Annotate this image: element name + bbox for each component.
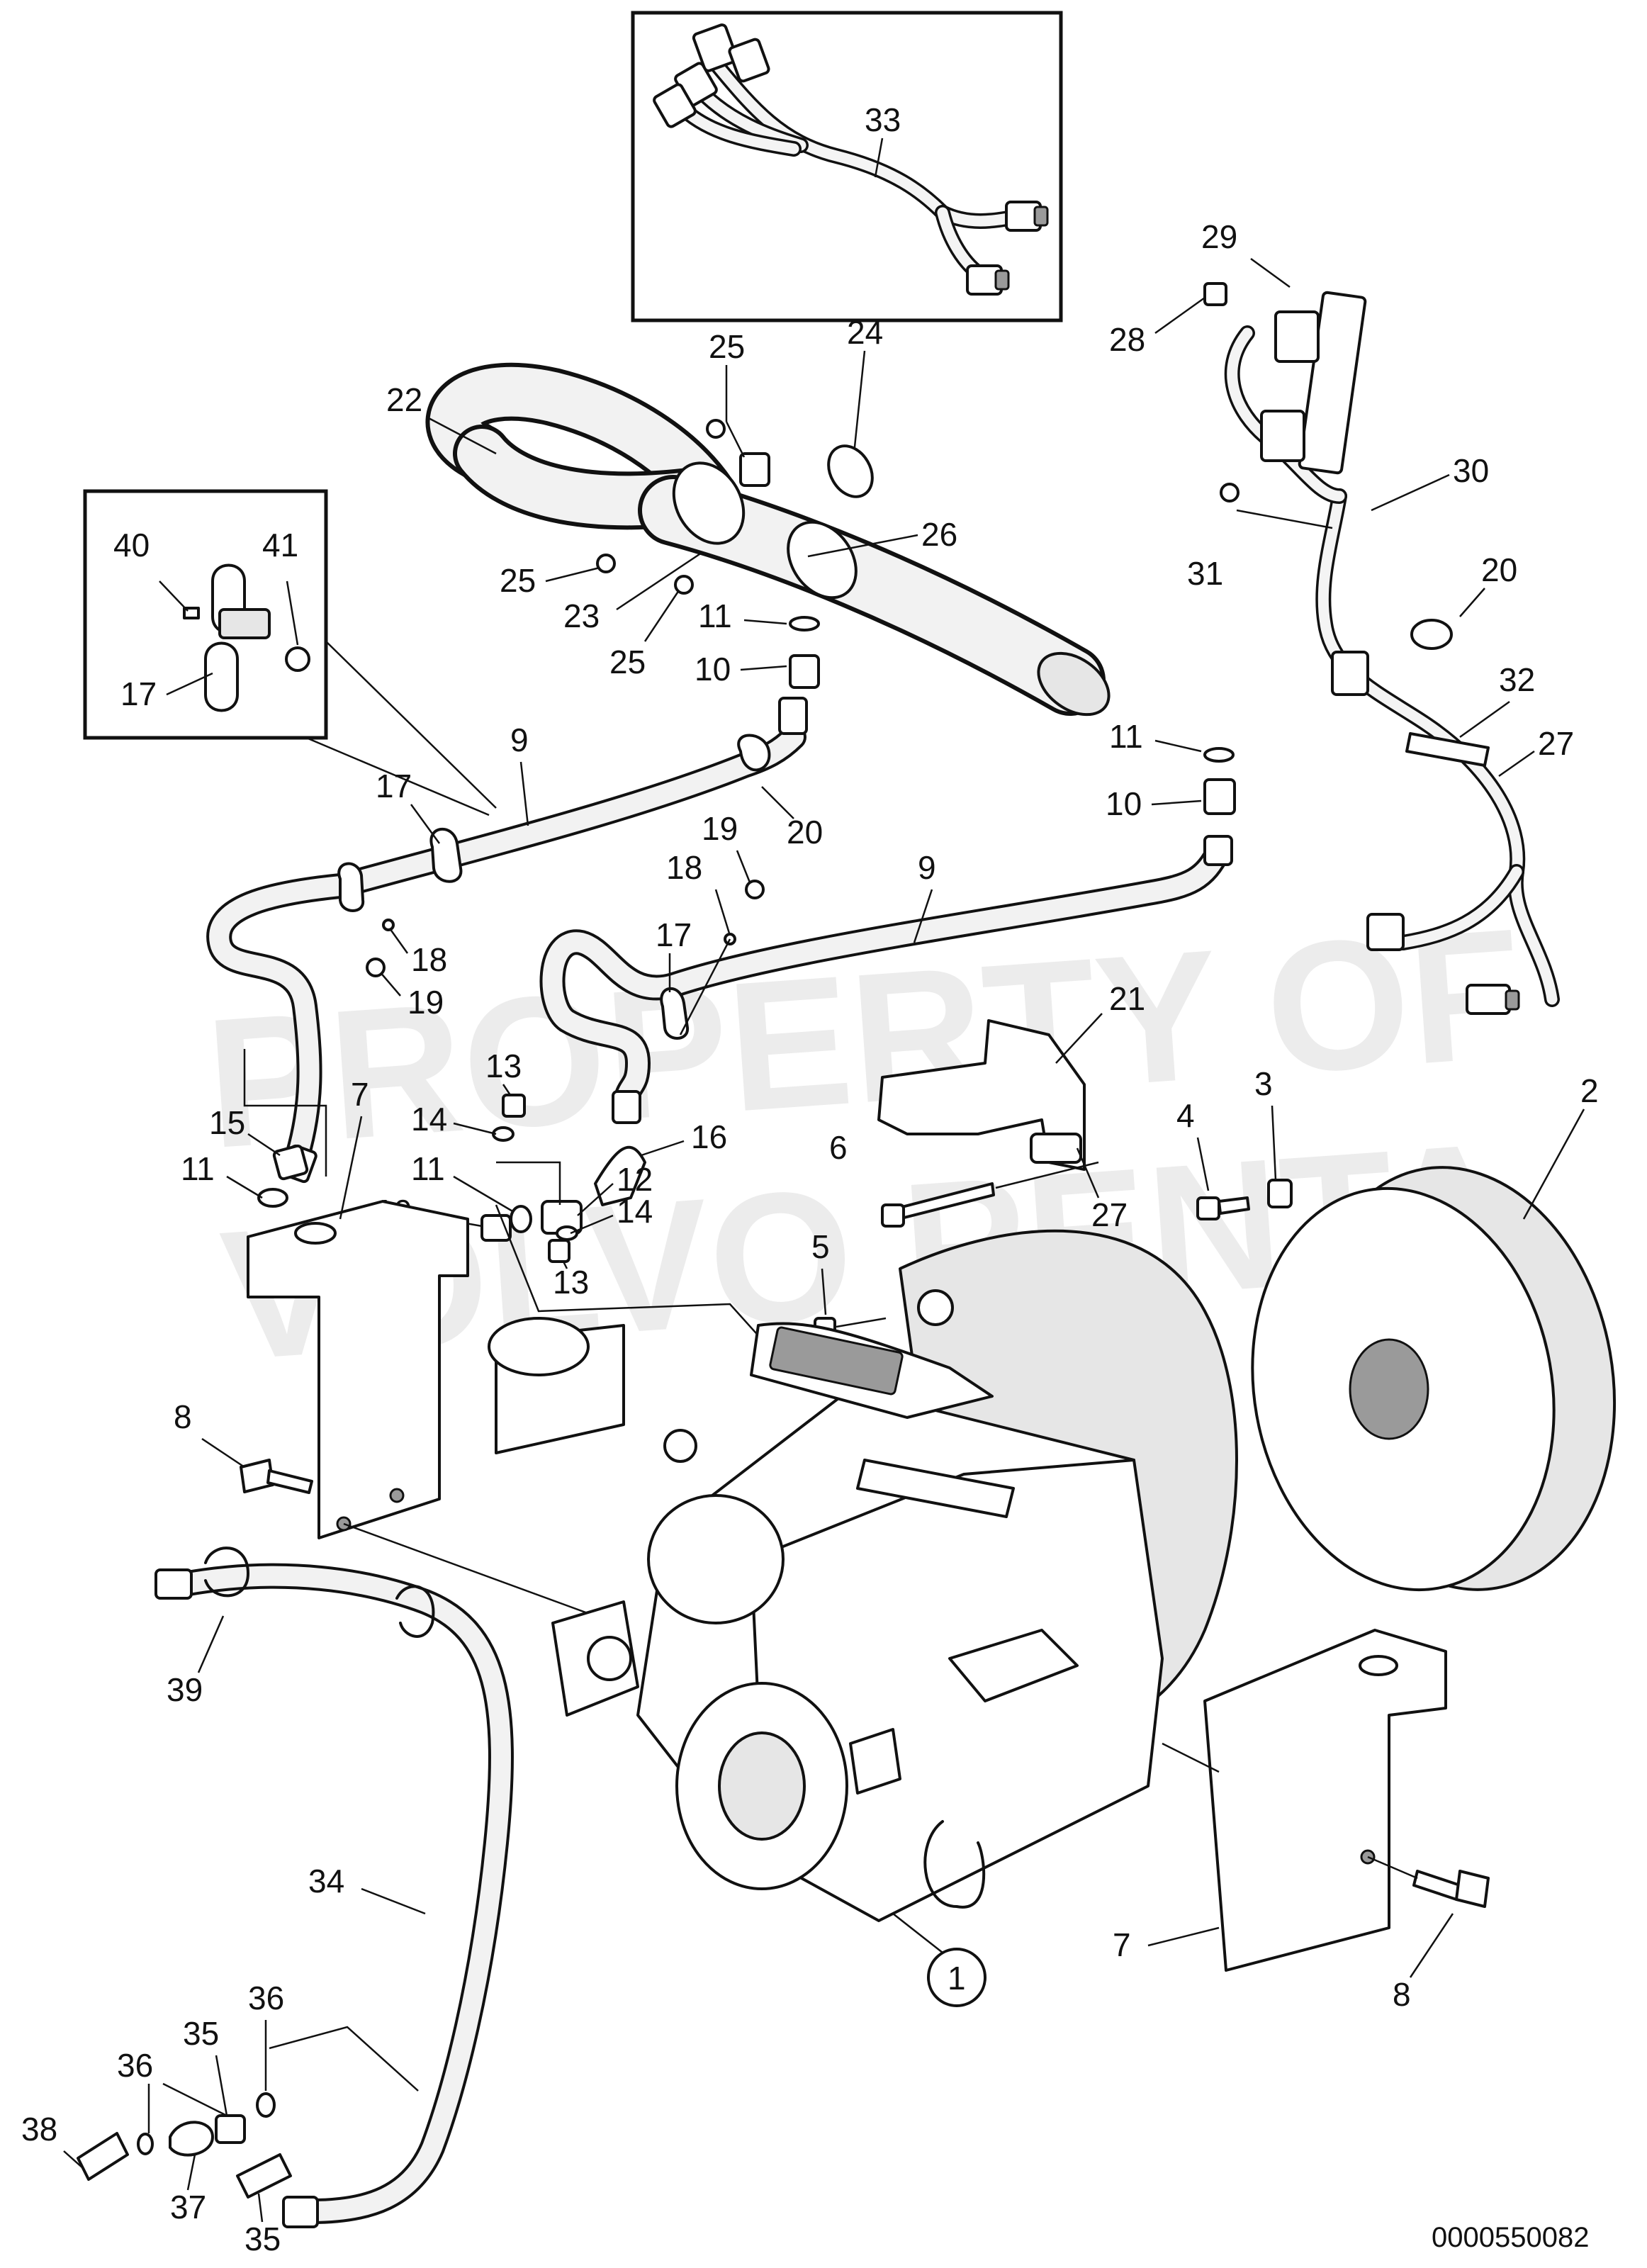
harness-inset-frame <box>631 11 1063 322</box>
callout-5: 5 <box>811 1228 830 1265</box>
callout-18b: 18 <box>666 849 702 886</box>
clamp-inset-frame <box>83 489 328 740</box>
callout-16: 16 <box>691 1118 727 1155</box>
callout-18a: 18 <box>411 941 447 978</box>
callout-14a: 14 <box>411 1101 447 1138</box>
callout-11d: 11 <box>181 1150 215 1187</box>
callout-32: 32 <box>1499 661 1535 698</box>
exhaust-pipe <box>425 362 1111 717</box>
fittings-center <box>737 616 820 772</box>
clamp-inset <box>83 489 328 740</box>
callout-11c: 11 <box>411 1150 445 1187</box>
callout-33: 33 <box>865 101 901 138</box>
callout-13a: 13 <box>485 1048 522 1084</box>
callout-40: 40 <box>113 527 150 563</box>
callout-23: 23 <box>563 597 600 634</box>
callout-27b: 27 <box>1091 1196 1128 1233</box>
oil-hose-right <box>539 835 1233 1124</box>
mount-bracket-right <box>1203 1629 1447 1972</box>
callout-7a: 7 <box>351 1076 369 1113</box>
bracket-21 <box>877 1019 1086 1171</box>
document-number: 0000550082 <box>1432 2222 1589 2253</box>
hose-34 <box>154 1546 514 2228</box>
fittings-right <box>1203 747 1236 815</box>
callout-31: 31 <box>1187 555 1223 592</box>
callout-9b: 9 <box>918 849 936 886</box>
callout-24: 24 <box>847 314 883 351</box>
callout-15: 15 <box>209 1104 245 1141</box>
callout-25b: 25 <box>500 562 536 599</box>
fittings-cluster <box>257 1094 646 1263</box>
harness-inset <box>631 11 1063 322</box>
callout-11a: 11 <box>698 597 732 634</box>
callout-13b: 13 <box>553 1264 589 1301</box>
callout-9a: 9 <box>510 722 529 758</box>
callout-38: 38 <box>21 2111 57 2148</box>
callout-37: 37 <box>170 2189 206 2225</box>
callout-7b: 7 <box>1113 1926 1131 1963</box>
callout-20a: 20 <box>787 814 823 850</box>
callout-21: 21 <box>1109 980 1145 1017</box>
callout-35b: 35 <box>244 2221 281 2257</box>
callout-36a: 36 <box>117 2047 153 2084</box>
callout-25a: 25 <box>709 328 745 365</box>
callout-41: 41 <box>262 527 298 563</box>
callout-39: 39 <box>167 1671 203 1708</box>
callout-8a: 8 <box>174 1398 192 1435</box>
callout-1-circle <box>927 1948 986 2007</box>
flywheel-coupling <box>1251 1166 1617 1592</box>
callout-19a: 19 <box>407 984 444 1021</box>
mount-bracket-left <box>247 1200 469 1539</box>
harness-right <box>1224 291 1560 1015</box>
callout-1: 1 <box>948 1960 966 1997</box>
gearbox-housing <box>488 1229 1238 1922</box>
callout-10a: 10 <box>695 651 731 687</box>
callout-36b: 36 <box>248 1980 284 2016</box>
callout-25c: 25 <box>609 644 646 680</box>
callout-19b: 19 <box>702 810 738 847</box>
callout-28: 28 <box>1109 321 1145 358</box>
callout-6: 6 <box>829 1129 848 1166</box>
callout-34: 34 <box>308 1863 344 1899</box>
callout-2: 2 <box>1580 1072 1599 1109</box>
callout-11b: 11 <box>1109 718 1143 755</box>
callout-22: 22 <box>386 381 422 418</box>
callout-30: 30 <box>1453 452 1489 489</box>
callout-3: 3 <box>1254 1065 1273 1102</box>
fitting-parts <box>77 2092 292 2199</box>
callout-17b: 17 <box>376 768 412 804</box>
callout-17c: 17 <box>656 916 692 953</box>
callout-10b: 10 <box>1106 785 1142 822</box>
callout-4: 4 <box>1176 1097 1195 1134</box>
callout-26: 26 <box>921 516 957 553</box>
callout-35a: 35 <box>183 2015 219 2052</box>
callout-12: 12 <box>617 1161 653 1198</box>
callout-8b: 8 <box>1393 1976 1411 2013</box>
callout-27a: 27 <box>1538 725 1574 762</box>
callout-20b: 20 <box>1481 551 1517 588</box>
callout-17: 17 <box>120 675 157 712</box>
callout-14b: 14 <box>617 1193 653 1230</box>
callout-29: 29 <box>1201 218 1237 255</box>
